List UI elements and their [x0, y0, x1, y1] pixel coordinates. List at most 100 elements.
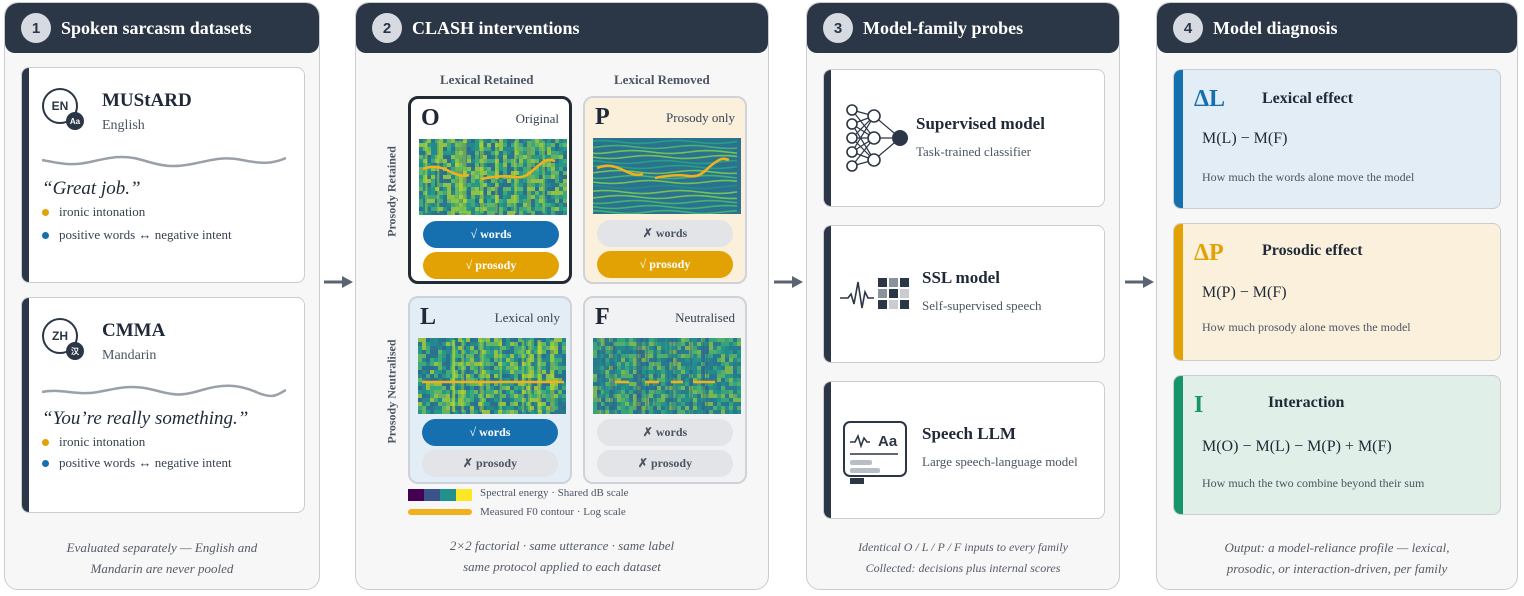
condition-label: Neutralised	[675, 310, 735, 325]
chinese-script-icon: 汉	[66, 342, 84, 360]
bullet-dot	[42, 231, 49, 239]
accent-bar	[1174, 70, 1183, 208]
footer-line: Evaluated separately — English and	[66, 540, 258, 555]
condition-letter: L	[420, 304, 437, 330]
model-card-ssl: SSL model Self-supervised speech	[823, 225, 1105, 363]
bullet-dot	[42, 438, 49, 446]
step-number: 1	[21, 13, 51, 43]
panel-footer: 2×2 factorial · same utterance · same la…	[356, 535, 768, 577]
panel-title: Model-family probes	[863, 17, 1024, 38]
panel-datasets: 1 Spoken sarcasm datasets EN Aa MUStARD …	[4, 2, 320, 590]
step-number: 3	[823, 13, 853, 43]
panel-clash: 2 CLASH interventions Lexical Retained L…	[355, 2, 769, 590]
condition-cell-lexical-only: L Lexical only √ words ✗ prosody	[408, 296, 572, 484]
words-status-pill: √ words	[423, 221, 559, 248]
panel-title: Spoken sarcasm datasets	[61, 17, 252, 38]
footer-line: Collected: decisions plus internal score…	[865, 561, 1061, 575]
diagnosis-card-lexical: ΔL Lexical effect M(L) − M(F) How much t…	[1173, 69, 1501, 209]
spectrogram	[593, 138, 741, 214]
accent-bar	[1174, 224, 1183, 360]
accent-bar	[22, 68, 29, 282]
model-family-name: SSL model	[922, 268, 1000, 287]
panel-header: 1 Spoken sarcasm datasets	[5, 3, 319, 53]
cue-bullet: positive words ↔ negative intent	[42, 455, 232, 471]
words-status-pill: ✗ words	[597, 220, 733, 247]
panel-footer: Output: a model-reliance profile — lexic…	[1157, 537, 1517, 579]
panel-model-diagnosis: 4 Model diagnosis ΔL Lexical effect M(L)…	[1156, 2, 1518, 590]
prosody-status-pill: √ prosody	[597, 251, 733, 278]
flow-arrow-icon	[324, 276, 353, 288]
effect-description: How much prosody alone moves the model	[1202, 320, 1411, 334]
effect-formula: M(P) − M(F)	[1202, 284, 1287, 301]
column-header-lexical-removed: Lexical Removed	[614, 72, 710, 87]
condition-letter: F	[595, 304, 610, 330]
flow-arrow-icon	[774, 276, 803, 288]
effect-formula: M(L) − M(F)	[1202, 130, 1288, 147]
speech-waveform-icon	[42, 155, 286, 168]
effect-formula: M(O) − M(L) − M(P) + M(F)	[1202, 438, 1392, 455]
cue-bullet: ironic intonation	[42, 434, 145, 450]
panel-footer: Identical O / L / P / F inputs to every …	[807, 537, 1119, 579]
cue-text: positive words ↔ negative intent	[59, 455, 232, 470]
effect-symbol: ΔL	[1194, 86, 1226, 112]
cue-text: ironic intonation	[59, 204, 146, 219]
footer-line: Identical O / L / P / F inputs to every …	[858, 540, 1068, 554]
condition-letter: O	[421, 105, 440, 131]
condition-label: Original	[515, 111, 559, 126]
row-header-prosody-neutralised: Prosody Neutralised	[384, 339, 399, 444]
spectrogram	[419, 139, 567, 215]
step-number: 2	[372, 13, 402, 43]
cue-bullet: positive words ↔ negative intent	[42, 227, 232, 243]
dataset-language: English	[102, 118, 145, 133]
accent-bar	[824, 70, 831, 206]
dataset-card-cmma: ZH 汉 CMMA Mandarin “You’re really someth…	[21, 297, 305, 513]
condition-cell-original: O Original √ words √ prosody	[408, 96, 572, 284]
step-number: 4	[1173, 13, 1203, 43]
f0-contour-legend-icon	[408, 509, 472, 515]
effect-title: Lexical effect	[1262, 90, 1354, 107]
model-card-speech-llm: Aa Speech LLM Large speech-language mode…	[823, 381, 1105, 519]
model-family-name: Speech LLM	[922, 424, 1016, 443]
panel-model-probes: 3 Model-family probes Supervised model T…	[806, 2, 1120, 590]
model-family-description: Task-trained classifier	[916, 144, 1031, 159]
footer-line: prosodic, or interaction-driven, per fam…	[1226, 561, 1448, 576]
prosody-status-pill: ✗ prosody	[597, 450, 733, 477]
example-utterance: “You’re really something.”	[42, 408, 249, 429]
legend-f0-label: Measured F0 contour · Log scale	[480, 506, 626, 518]
svg-text:Aa: Aa	[878, 433, 898, 450]
english-script-icon: Aa	[66, 112, 84, 130]
condition-cell-prosody-only: P Prosody only ✗ words √ prosody	[583, 96, 747, 284]
panel-header: 2 CLASH interventions	[356, 3, 768, 53]
chat-window-icon: Aa	[843, 421, 907, 484]
model-card-supervised: Supervised model Task-trained classifier	[823, 69, 1105, 207]
model-family-description: Self-supervised speech	[922, 298, 1042, 313]
prosody-status-pill: √ prosody	[423, 252, 559, 279]
diagnosis-card-prosodic: ΔP Prosodic effect M(P) − M(F) How much …	[1173, 223, 1501, 361]
dataset-name: CMMA	[102, 320, 166, 341]
speech-waveform-icon	[42, 384, 286, 398]
bullet-dot	[42, 459, 49, 467]
cue-bullet: ironic intonation	[42, 204, 145, 220]
language-badge-zh: ZH	[42, 318, 78, 354]
panel-header: 3 Model-family probes	[807, 3, 1119, 53]
condition-cell-neutralised: F Neutralised ✗ words ✗ prosody	[583, 296, 747, 484]
condition-label: Lexical only	[494, 310, 560, 325]
accent-bar	[22, 298, 29, 512]
dataset-language: Mandarin	[102, 348, 157, 363]
example-utterance: “Great job.”	[42, 178, 141, 199]
spectrogram	[418, 338, 566, 414]
dataset-name: MUStARD	[102, 90, 192, 111]
flow-arrow-icon	[1125, 276, 1154, 288]
legend-spectral-label: Spectral energy · Shared dB scale	[480, 487, 629, 499]
footer-line: Output: a model-reliance profile — lexic…	[1224, 540, 1450, 555]
effect-title: Prosodic effect	[1262, 242, 1363, 259]
panel-title: Model diagnosis	[1213, 17, 1338, 38]
words-status-pill: ✗ words	[597, 419, 733, 446]
spectral-colormap-legend-icon	[408, 489, 472, 501]
effect-symbol: ΔP	[1194, 240, 1224, 266]
effect-description: How much the words alone move the model	[1202, 170, 1415, 184]
panel-header: 4 Model diagnosis	[1157, 3, 1517, 53]
footer-line: same protocol applied to each dataset	[463, 559, 661, 574]
condition-label: Prosody only	[666, 110, 735, 125]
accent-bar	[1174, 376, 1183, 514]
